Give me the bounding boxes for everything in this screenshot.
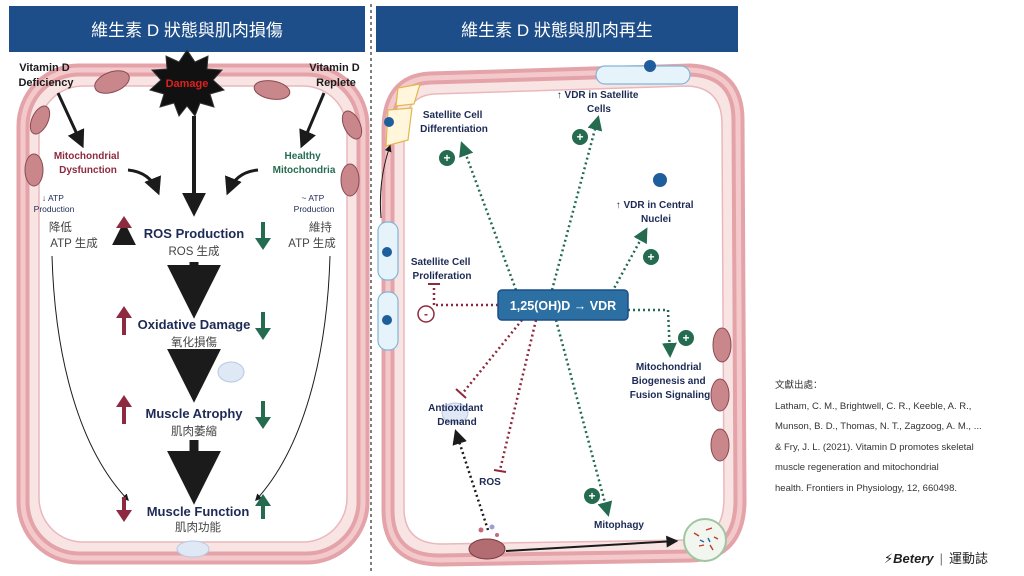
path-to-vdr-nuclei [610, 227, 648, 293]
muscle-function-zh-label: 肌肉功能 [175, 520, 221, 534]
atp-maintain-to-function-arrow [255, 255, 331, 502]
muscle-atrophy-label: Muscle Atrophy [145, 406, 243, 421]
reference-line: muscle regeneration and mitochondrial [775, 462, 939, 473]
muscle-atrophy-zh-label: 肌肉萎縮 [171, 424, 217, 438]
low-atp-zh-label: 降低 ATP 生成 [49, 220, 98, 250]
reference-line: & Fry, J. L. (2021). Vitamin D promotes … [775, 441, 974, 453]
vdr-center-label: 1,25(OH)D → VDR [510, 299, 616, 313]
deficiency-to-dysfunction-arrow [56, 92, 85, 149]
path-to-differentiation [459, 141, 518, 291]
reference-line: Munson, B. D., Thomas, N. T., Zagzoog, A… [775, 421, 982, 432]
reference-block: 文獻出處： Latham, C. M., Brightwell, C. R., … [775, 376, 1015, 499]
left-header-title: 維生素 D 狀態與肌肉損傷 [91, 21, 283, 40]
right-header-bar [376, 6, 738, 52]
mitophagy-label: Mitophagy [594, 520, 644, 531]
antioxidant-demand-label: Antioxidant Demand [428, 403, 486, 428]
inhibition-bars [428, 283, 507, 473]
vitamin-d-deficiency-label: Vitamin D Deficiency [18, 62, 74, 89]
path-to-antioxidant [461, 319, 523, 395]
vdr-pathways [432, 115, 677, 531]
minus-badge: - [417, 305, 435, 323]
right-header-title: 維生素 D 狀態與肌肉再生 [461, 21, 653, 40]
nucleus-icon [176, 361, 245, 558]
maintain-atp-zh-label: 維持 ATP 生成 [288, 220, 336, 250]
reference-line: health. Frontiers in Physiology, 12, 660… [775, 482, 958, 494]
vdr-center-box [497, 289, 629, 321]
brand-logo: ⚡Betery [884, 551, 934, 566]
satellite-differentiation-label: Satellite Cell Differentiation [420, 110, 488, 135]
healthy-mitochondria-label: Healthy Mitochondria [273, 151, 336, 176]
right-nucleus-icon [441, 402, 469, 424]
damaged-mitochondria-icon [468, 524, 506, 560]
path-to-mito-biogenesis [628, 308, 677, 358]
oxidative-damage-zh-label: 氧化損傷 [171, 335, 217, 349]
vdr-satellite-label: ↑ VDR in Satellite Cells [557, 90, 641, 115]
brand-footer: ⚡Betery | 運動誌 [884, 548, 988, 567]
replete-indicators [255, 222, 271, 519]
right-mitochondria-icon [710, 327, 732, 462]
plus-badges: + + + + + [439, 129, 694, 504]
svg-text:+: + [576, 130, 583, 144]
left-header-bar [9, 6, 365, 52]
svg-text:+: + [682, 331, 689, 345]
ros-label: ROS [479, 477, 501, 488]
path-to-mitophagy [554, 319, 613, 517]
mito-to-antioxidant-arrow [452, 429, 490, 531]
lysosome-icon [683, 518, 727, 562]
healthy-to-ros-arrow [224, 168, 259, 196]
dysfunction-to-ros-arrow [127, 168, 162, 196]
oxidative-damage-label: Oxidative Damage [138, 317, 251, 332]
deficiency-indicators [112, 216, 136, 522]
vdr-nuclei-label: ↑ VDR in Central Nuclei [616, 200, 697, 225]
reference-title: 文獻出處： [775, 380, 823, 391]
satellite-proliferation-label: Satellite Cell Proliferation [411, 257, 473, 282]
brand-separator: | [939, 551, 943, 566]
low-atp-label: ↓ ATP Production [34, 193, 75, 214]
stem-cell-icon [382, 60, 667, 325]
path-to-ros [498, 319, 538, 471]
mito-to-lysosome-arrow [505, 535, 679, 552]
ros-production-label: ROS Production [144, 226, 244, 241]
muscle-function-label: Muscle Function [147, 504, 250, 519]
replete-to-healthy-arrow [299, 92, 326, 149]
svg-text:+: + [647, 250, 654, 264]
damage-burst-icon [148, 49, 226, 117]
svg-text:-: - [424, 307, 428, 321]
svg-text:+: + [588, 489, 595, 503]
ros-production-zh-label: ROS 生成 [168, 244, 220, 258]
maintain-atp-label: ~ ATP Production [294, 193, 335, 214]
atp-low-to-function-arrow [51, 255, 129, 502]
mitochondrial-dysfunction-label: Mitochondrial Dysfunction [54, 151, 122, 176]
svg-text:+: + [443, 151, 450, 165]
vitamin-d-replete-label: Vitamin D Replete [309, 62, 363, 89]
damage-label: Damage [166, 78, 209, 90]
mito-biogenesis-label: Mitochondrial Biogenesis and Fusion Sign… [630, 362, 711, 401]
mitochondria-icon [24, 70, 363, 197]
differentiation-curve-arrow [379, 144, 392, 219]
reference-line: Latham, C. M., Brightwell, C. R., Keeble… [775, 400, 972, 412]
brand-name: 運動誌 [949, 551, 989, 566]
